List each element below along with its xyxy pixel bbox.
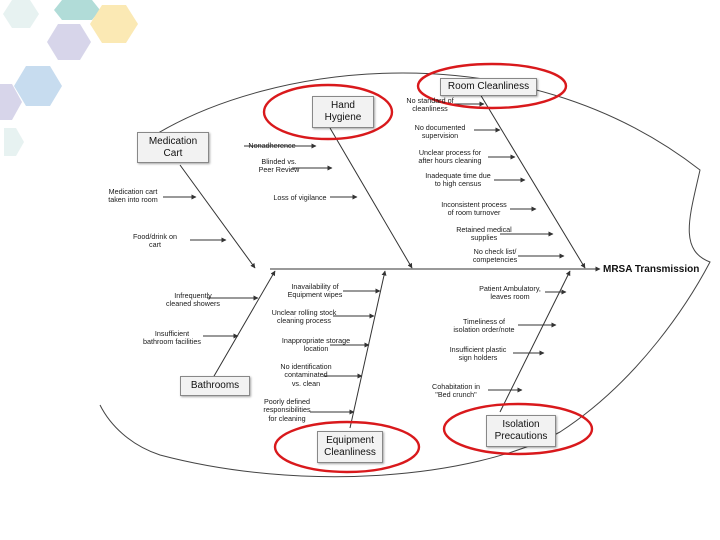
highlight-hand-hygiene xyxy=(262,83,394,141)
cause-label: Cohabitation in "Bed crunch" xyxy=(432,382,480,400)
highlight-circles xyxy=(262,62,594,474)
cause-label: No check list/ competencies xyxy=(472,247,518,265)
cause-label: Inavailability of Equipment wipes xyxy=(287,282,343,300)
cause-label: Unclear rolling stock cleaning process xyxy=(271,308,337,326)
cause-label: No standard of cleanliness xyxy=(406,96,454,114)
bone-bathrooms xyxy=(209,270,276,384)
category-room-cleanliness: Room Cleanliness xyxy=(440,78,537,96)
category-isolation-precautions: Isolation Precautions xyxy=(486,415,556,447)
fish-outline xyxy=(99,72,711,478)
category-medication-cart: Medication Cart xyxy=(137,132,209,163)
cause-label: Medication cart taken into room xyxy=(108,187,158,205)
cause-arrows xyxy=(163,101,567,415)
cause-label: Infrequently cleaned showers xyxy=(166,291,220,309)
category-equipment-cleanliness: Equipment Cleanliness xyxy=(317,431,383,463)
cause-label: Nonadherence xyxy=(248,141,296,150)
cause-label: Inadequate time due to high census xyxy=(425,171,491,189)
hexagon-cluster-icon xyxy=(0,0,138,156)
highlight-equipment xyxy=(273,420,421,474)
effect-label: MRSA Transmission xyxy=(603,264,700,275)
category-bathrooms: Bathrooms xyxy=(180,376,250,396)
cause-label: Timeliness of isolation order/note xyxy=(453,317,515,335)
cause-label: Inappropriate storage location xyxy=(281,336,351,354)
highlight-room-cleanliness xyxy=(416,62,568,110)
highlight-isolation xyxy=(442,402,594,456)
bone-isolation xyxy=(499,270,571,413)
cause-label: No identification contaminated vs. clean xyxy=(280,362,332,388)
cause-label: Loss of vigilance xyxy=(273,193,327,202)
bone-equipment xyxy=(349,270,387,429)
cause-label: Poorly defined responsibilities for clea… xyxy=(263,397,311,423)
cause-label: No documented supervision xyxy=(414,123,466,141)
bone-medication-cart xyxy=(179,164,256,269)
cause-label: Patient Ambulatory, leaves room xyxy=(479,284,541,302)
cause-label: Inconsistent process of room turnover xyxy=(441,200,507,218)
cause-label: Blinded vs. Peer Review xyxy=(258,157,300,175)
cause-label: Insufficient plastic sign holders xyxy=(449,345,507,363)
bone-hand-hygiene xyxy=(329,127,413,269)
cause-label: Insufficient bathroom facilities xyxy=(143,329,201,347)
cause-label: Unclear process for after hours cleaning xyxy=(418,148,482,166)
cause-label: Food/drink on cart xyxy=(133,232,177,250)
bone-room-cleanliness xyxy=(479,93,586,269)
cause-label: Retained medical supplies xyxy=(456,225,512,243)
category-hand-hygiene: Hand Hygiene xyxy=(312,96,374,128)
